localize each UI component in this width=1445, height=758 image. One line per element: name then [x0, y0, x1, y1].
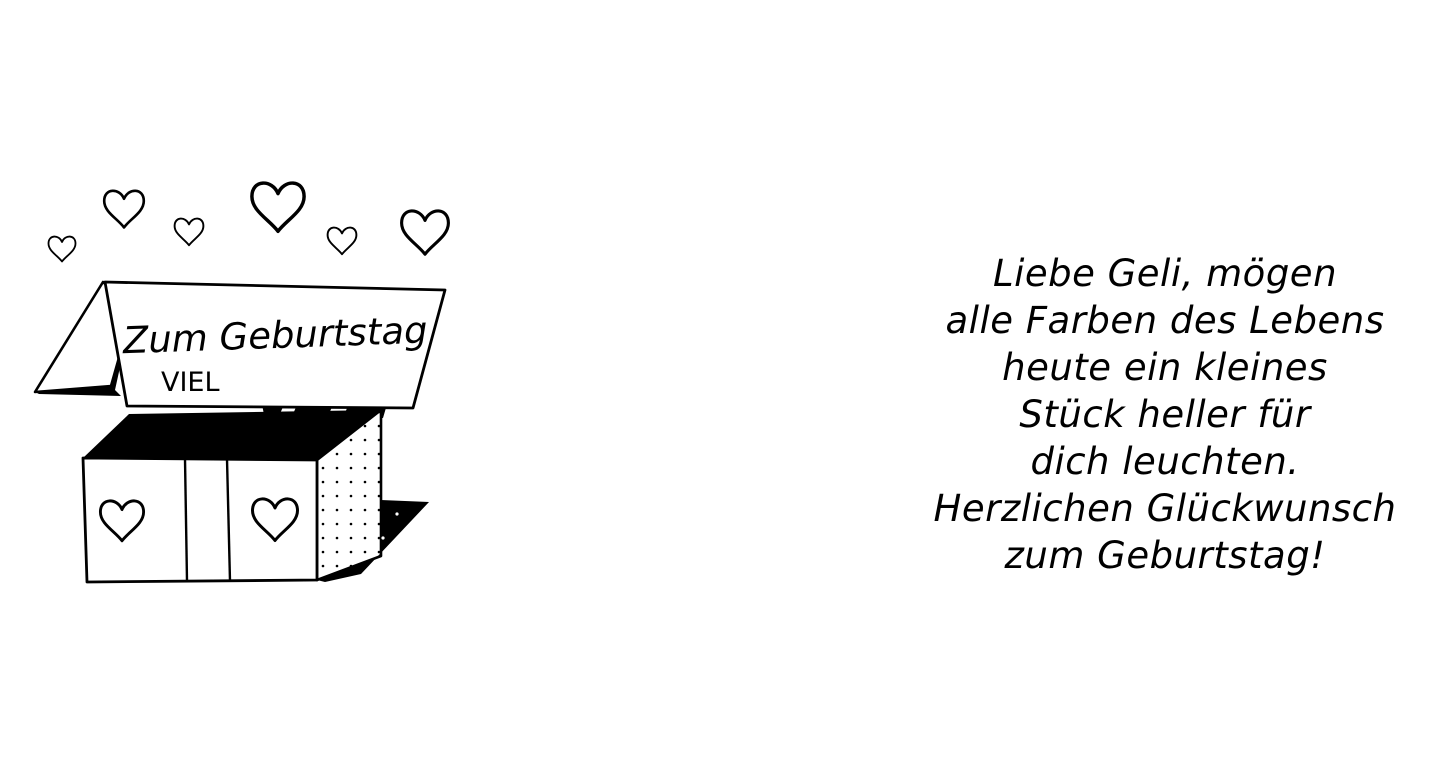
heart-icon [47, 235, 77, 263]
greeting-line: dich leuchten. [1030, 440, 1300, 483]
lid-title: Zum Geburtstag [121, 309, 428, 363]
greeting-line: Stück heller für [1019, 393, 1311, 436]
greeting-line: Herzlichen Glückwunsch [933, 487, 1397, 530]
heart-icon [102, 189, 146, 229]
greeting-line: heute ein kleines [1002, 346, 1328, 389]
gift-box-illustration: Zum Geburtstag VIEL [33, 181, 450, 584]
heart-icon [400, 209, 450, 256]
greeting-message: Liebe Geli, mögen alle Farben des Lebens… [900, 250, 1430, 579]
greeting-line: zum Geburtstag! [1004, 534, 1326, 577]
heart-icon [250, 181, 306, 234]
greeting-line: Liebe Geli, mögen [992, 252, 1338, 295]
heart-icon [326, 226, 358, 256]
heart-icon [173, 217, 205, 247]
greeting-line: alle Farben des Lebens [945, 299, 1385, 342]
lid-subtitle: VIEL [161, 367, 220, 398]
